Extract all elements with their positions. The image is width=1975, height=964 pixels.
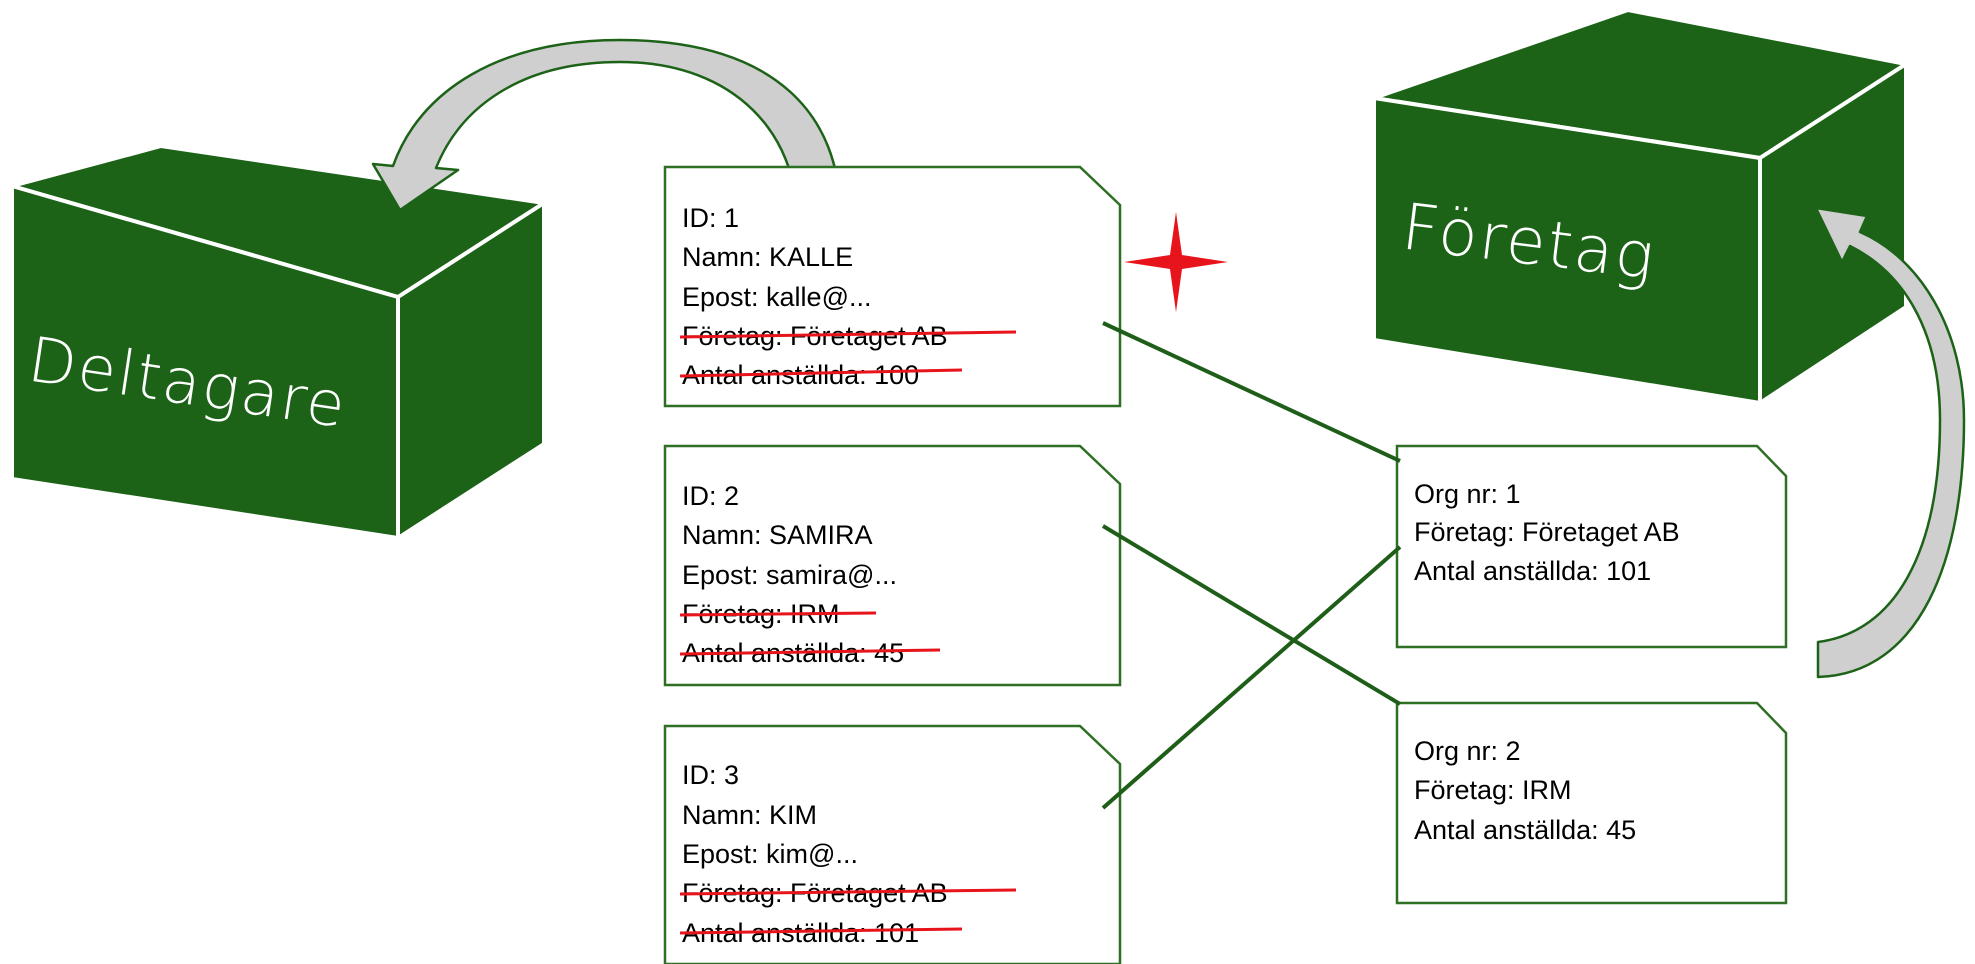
participant-name: Namn: KIM: [682, 800, 817, 830]
company-org-number: Org nr: 1: [1414, 479, 1521, 509]
strike-employees: [679, 648, 941, 656]
participant-card-2: ID: 2 Namn: SAMIRA Epost: samira@... För…: [663, 444, 1122, 687]
four-point-star-icon: [1124, 212, 1228, 312]
company-card-1: Org nr: 1 Företag: Företaget AB Antal an…: [1395, 444, 1788, 649]
participant-card-2-frame: [663, 444, 1122, 687]
participants-box-side: [396, 201, 546, 540]
company-card-2: Org nr: 2 Företag: IRM Antal anställda: …: [1395, 701, 1788, 905]
company-name: Företag: IRM: [1414, 775, 1572, 805]
participant-id: ID: 2: [682, 481, 739, 511]
company-card-2-frame: [1395, 701, 1788, 905]
participant-card-3-frame: [663, 724, 1122, 964]
company-card-1-frame: [1395, 444, 1788, 649]
strike-company: [679, 330, 1017, 339]
participant-name: Namn: KALLE: [682, 242, 853, 272]
connector-samira-to-org2: [1101, 524, 1402, 706]
strike-company: [679, 611, 877, 617]
companies-box: Företag: [1372, 8, 1908, 405]
company-name: Företag: Företaget AB: [1414, 517, 1680, 547]
curved-arrow-to-companies-icon: [1814, 206, 1966, 679]
participant-id: ID: 1: [682, 203, 739, 233]
curved-arrow-to-participants-icon: [371, 38, 842, 215]
company-org-number: Org nr: 2: [1414, 736, 1521, 766]
participant-id: ID: 3: [682, 760, 739, 790]
participant-email: Epost: samira@...: [682, 560, 897, 590]
participant-card-1: ID: 1 Namn: KALLE Epost: kalle@... Föret…: [663, 165, 1122, 408]
strike-company: [679, 888, 1017, 896]
connector-kim-to-org1: [1101, 545, 1402, 810]
connector-kalle-to-org1: [1102, 321, 1401, 463]
company-employees: Antal anställda: 101: [1414, 556, 1651, 586]
participant-email: Epost: kim@...: [682, 839, 858, 869]
participant-card-1-frame: [663, 165, 1122, 408]
participant-email: Epost: kalle@...: [682, 282, 872, 312]
strike-employees: [679, 927, 963, 935]
company-employees: Antal anställda: 45: [1414, 815, 1636, 845]
participants-box: Deltagare: [10, 144, 546, 540]
participant-name: Namn: SAMIRA: [682, 520, 873, 550]
strike-employees: [679, 368, 963, 378]
participant-card-3: ID: 3 Namn: KIM Epost: kim@... Företag: …: [663, 724, 1122, 964]
